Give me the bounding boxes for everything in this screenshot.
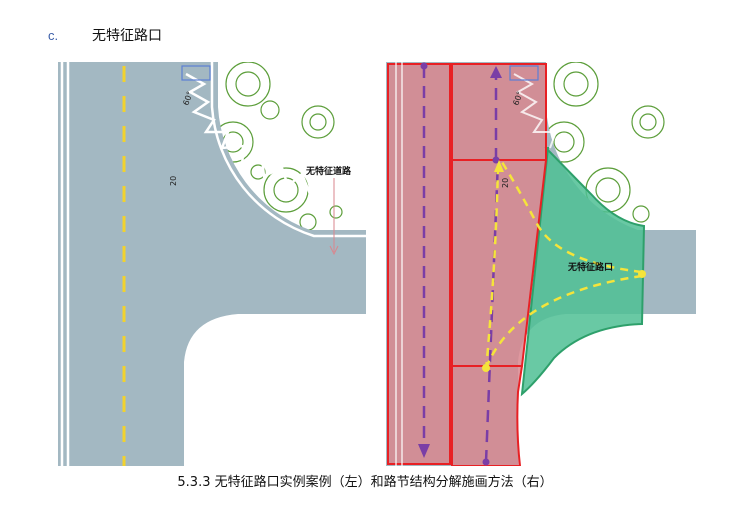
callout-label: 无特征路口 [567, 261, 613, 273]
link-areas [387, 63, 548, 466]
node-area [520, 147, 646, 397]
dimension-label: 20 [169, 176, 178, 186]
section-heading: c. 无特征路口 [48, 24, 162, 46]
callout-label: 无特征道路 [305, 165, 352, 177]
corner-marker [509, 65, 539, 81]
turn-arrow-points [482, 160, 646, 372]
right-intersection-diagram: 60° 20 无特征路口 [386, 62, 696, 466]
lane-lines [395, 62, 403, 466]
callout-arrowhead [329, 245, 339, 256]
dimension-label: 20 [501, 178, 510, 188]
left-intersection-diagram: 60° 20 无特征道路 [58, 62, 366, 466]
section-letter: c. [48, 27, 59, 43]
road-surface [58, 62, 366, 466]
corner-marker [181, 65, 211, 81]
flow-arrowheads [418, 62, 502, 466]
turn-arrows [484, 161, 643, 371]
sawtooth-marking [185, 72, 343, 201]
section-title: 无特征路口 [92, 28, 162, 44]
sawtooth-marking [513, 73, 558, 149]
figure-caption: 5.3.3 无特征路口实例案例（左）和路节结构分解施画方法（右） [177, 475, 553, 490]
curb-lines [60, 62, 366, 466]
